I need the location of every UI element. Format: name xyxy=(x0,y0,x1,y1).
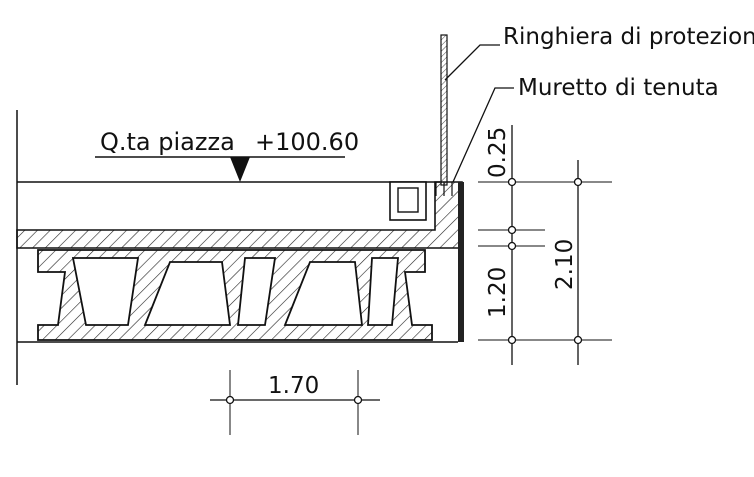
railing-post xyxy=(440,34,448,186)
dim-slab-depth: 1.20 xyxy=(485,267,511,318)
wall-leader xyxy=(452,87,514,183)
curb-box-inner xyxy=(397,187,419,213)
railing-leader xyxy=(444,44,500,81)
elevation-triangle xyxy=(230,157,250,182)
hollow-slab xyxy=(37,249,433,341)
dim-module-width: 1.70 xyxy=(268,373,319,399)
dim-total-height: 2.10 xyxy=(552,239,578,290)
railing-label: Ringhiera di protezion xyxy=(503,24,754,50)
square-elevation-label: +100.60 xyxy=(255,128,359,156)
edge-plate xyxy=(458,182,464,342)
dim-top-thickness: 0.25 xyxy=(485,127,511,178)
square-level-label: Q.ta piazza xyxy=(100,128,235,156)
retaining-wall-label: Muretto di tenuta xyxy=(518,75,719,101)
